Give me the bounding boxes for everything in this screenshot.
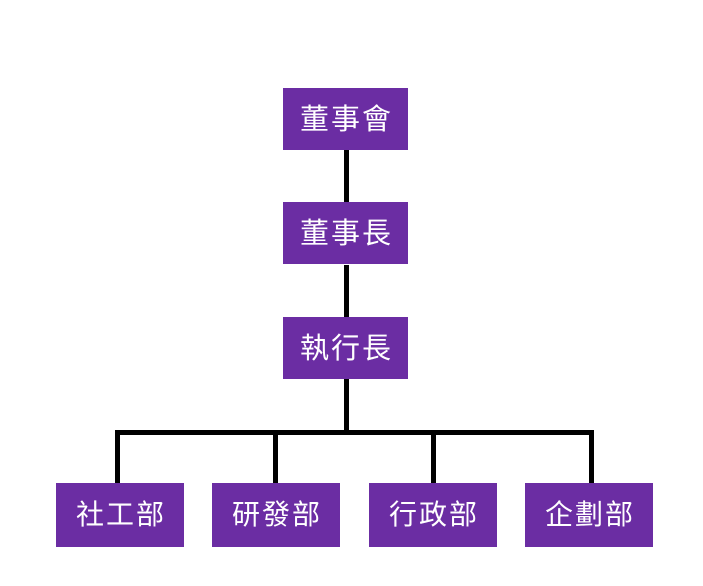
- connector-ceo-to-department-bus: [344, 379, 349, 435]
- org-node-chairman-label: 董事長: [299, 215, 394, 250]
- org-node-dept-rd-label: 研發部: [232, 498, 322, 531]
- org-node-dept-admin-label: 行政部: [389, 498, 479, 531]
- org-node-dept-rd[interactable]: 研發部: [212, 483, 340, 547]
- connector-board-to-chairman: [344, 150, 349, 202]
- org-node-chairman[interactable]: 董事長: [283, 202, 408, 264]
- org-node-dept-admin[interactable]: 行政部: [369, 483, 497, 547]
- connector-department-bus-bar: [118, 430, 594, 435]
- org-node-ceo-label: 執行長: [299, 330, 394, 365]
- org-node-dept-social[interactable]: 社工部: [56, 483, 184, 547]
- org-node-ceo[interactable]: 執行長: [283, 317, 408, 379]
- org-node-board[interactable]: 董事會: [283, 88, 408, 150]
- connector-drop-to-dept-admin: [431, 430, 436, 483]
- org-node-dept-plan[interactable]: 企劃部: [525, 483, 653, 547]
- connector-drop-to-dept-plan: [589, 430, 594, 483]
- connector-drop-to-dept-rd: [273, 430, 278, 483]
- connector-chairman-to-ceo: [344, 265, 349, 317]
- org-node-dept-social-label: 社工部: [76, 498, 166, 531]
- org-node-board-label: 董事會: [299, 101, 394, 136]
- org-node-dept-plan-label: 企劃部: [545, 498, 635, 531]
- connector-drop-to-dept-social: [115, 430, 120, 483]
